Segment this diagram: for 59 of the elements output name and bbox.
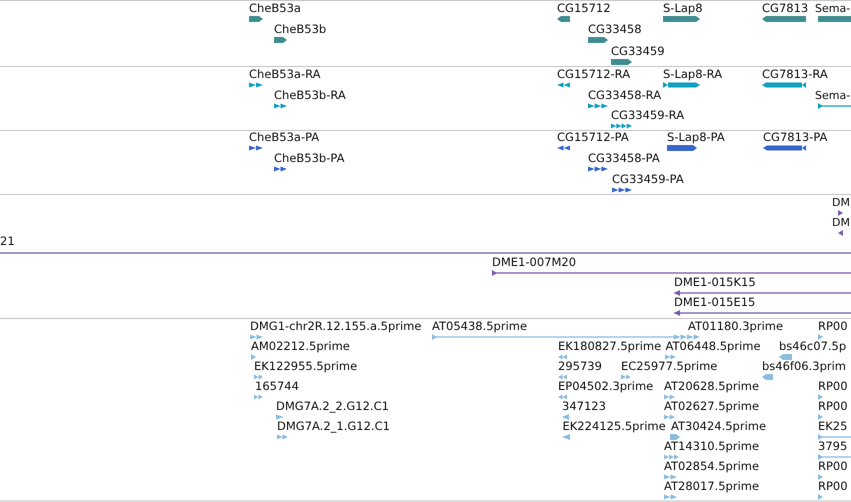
feature-label: AT06448.5prime bbox=[666, 340, 761, 353]
feature-label: RP00 bbox=[818, 480, 848, 493]
feature-label: CG33459-PA bbox=[612, 173, 684, 186]
feature-label: 21 bbox=[0, 235, 15, 248]
feature-label: CG33458-PA bbox=[588, 152, 660, 165]
feature-label: AT02854.5prime bbox=[664, 460, 760, 473]
feature-label: DMG1-chr2R.12.155.a.5prime bbox=[250, 320, 422, 333]
feature-label: AT14310.5prime bbox=[664, 440, 760, 453]
feature-label: 295739 bbox=[558, 360, 602, 373]
feature-label: CG15712-PA bbox=[557, 131, 629, 144]
feature-label: S-Lap8-PA bbox=[667, 131, 725, 144]
feature-label: bs46c07.5p bbox=[779, 340, 846, 353]
feature-label: RP00 bbox=[818, 320, 848, 333]
feature-label: AT01180.3prime bbox=[688, 320, 784, 333]
feature-label: EK25 bbox=[818, 420, 848, 433]
feature-label: AT28017.5prime bbox=[664, 480, 760, 493]
feature-label: S-Lap8-RA bbox=[663, 68, 722, 81]
feature-label: DME1-015E15 bbox=[674, 296, 756, 309]
feature-label: 165744 bbox=[255, 380, 299, 393]
feature-label: EK180827.5prime bbox=[558, 340, 662, 353]
feature-label: DMG7A.2_2.G12.C1 bbox=[276, 400, 389, 413]
feature-label: CG33458-RA bbox=[588, 89, 662, 102]
feature-label: DME1-015K15 bbox=[674, 276, 756, 289]
feature-label: Sema- bbox=[815, 2, 850, 15]
feature-label: EK224125.5prime bbox=[562, 420, 666, 433]
feature-label: CheB53b-PA bbox=[274, 152, 344, 165]
feature-label: RP00 bbox=[818, 460, 848, 473]
feature-label: Sema- bbox=[815, 89, 850, 102]
feature-label: CheB53b-RA bbox=[274, 89, 346, 102]
feature-label: CG7813-PA bbox=[763, 131, 828, 144]
feature-label: DME1-007M20 bbox=[492, 256, 576, 269]
feature-label: DMG7A.2_1.G12.C1 bbox=[277, 420, 390, 433]
feature-label: CheB53a bbox=[249, 2, 301, 15]
feature-label: S-Lap8 bbox=[663, 2, 703, 15]
feature-label: CG7813 bbox=[762, 2, 808, 15]
feature-label: 347123 bbox=[562, 400, 606, 413]
feature-label: AM02212.5prime bbox=[251, 340, 350, 353]
feature-label: bs46f06.3prim bbox=[762, 360, 846, 373]
feature-label: CG33459 bbox=[611, 45, 665, 58]
feature-label: CheB53a-PA bbox=[249, 131, 320, 144]
feature-label: CheB53b bbox=[274, 23, 326, 36]
feature-label: CG33459-RA bbox=[611, 109, 684, 122]
feature-label: CG33458 bbox=[588, 23, 642, 36]
feature-label: RP00 bbox=[818, 380, 848, 393]
feature-label: CG15712-RA bbox=[557, 68, 630, 81]
feature-label: EP04502.3prime bbox=[558, 380, 654, 393]
feature-label: DM bbox=[832, 216, 850, 229]
feature-label: CG7813-RA bbox=[762, 68, 828, 81]
feature-label: DM bbox=[832, 196, 850, 209]
feature-label: EK122955.5prime bbox=[254, 360, 358, 373]
feature-label: EC25977.5prime bbox=[621, 360, 718, 373]
feature-label: AT05438.5prime bbox=[432, 320, 528, 333]
feature-label: CheB53a-RA bbox=[249, 68, 321, 81]
feature-label: RP00 bbox=[818, 400, 848, 413]
feature-label: AT02627.5prime bbox=[664, 400, 760, 413]
feature-label: AT30424.5prime bbox=[671, 420, 766, 433]
feature-label: AT20628.5prime bbox=[664, 380, 760, 393]
feature-label: CG15712 bbox=[557, 2, 611, 15]
feature-label: 3795 bbox=[818, 440, 848, 453]
